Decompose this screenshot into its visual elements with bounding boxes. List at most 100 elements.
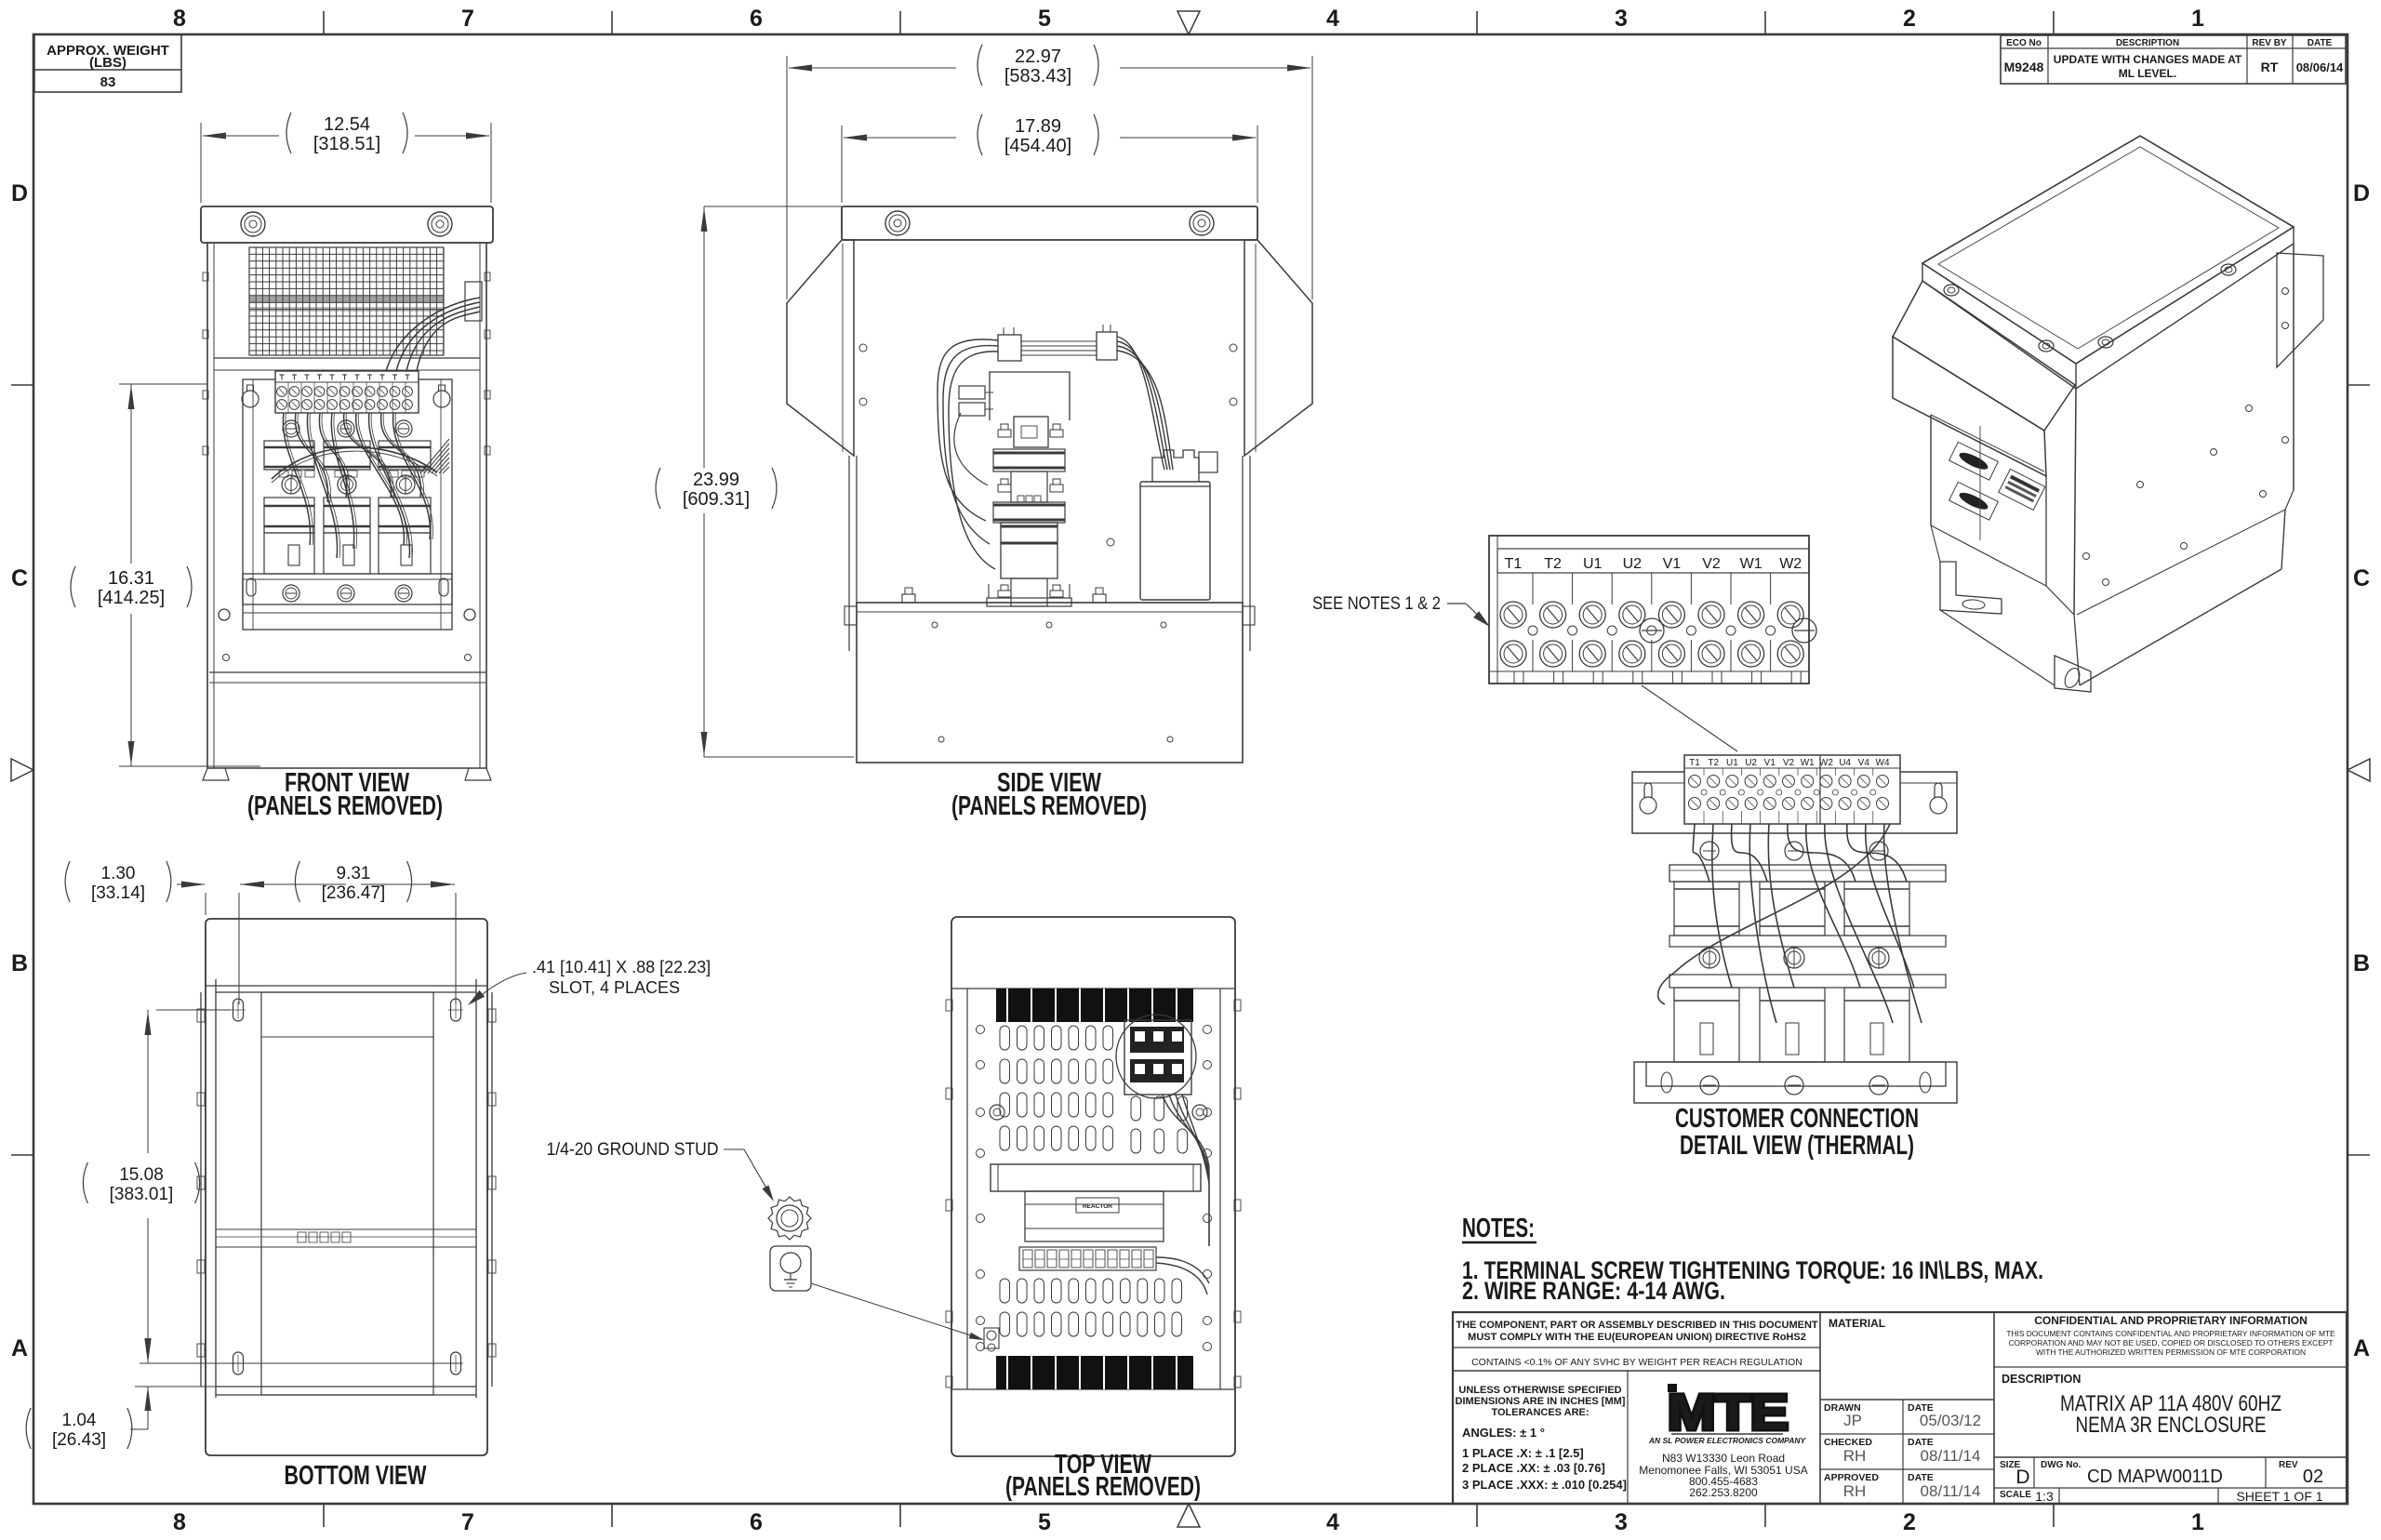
svg-text:DETAIL VIEW (THERMAL): DETAIL VIEW (THERMAL) <box>1680 1131 1914 1161</box>
svg-text:DIMENSIONS ARE IN INCHES [MM]: DIMENSIONS ARE IN INCHES [MM] <box>1456 1396 1626 1407</box>
svg-text:W1: W1 <box>1740 556 1762 572</box>
svg-text:7: 7 <box>461 1509 474 1535</box>
svg-text:[236.47]: [236.47] <box>322 883 386 903</box>
svg-text:7: 7 <box>461 6 474 32</box>
svg-text:D: D <box>11 180 28 206</box>
svg-text:W2: W2 <box>1779 556 1802 572</box>
svg-text:05/03/12: 05/03/12 <box>1920 1412 1981 1429</box>
svg-text:23.99: 23.99 <box>693 470 739 490</box>
svg-text:DATE: DATE <box>1908 1437 1934 1448</box>
svg-text:ML LEVEL.: ML LEVEL. <box>2119 67 2176 80</box>
svg-text:SIDE VIEW: SIDE VIEW <box>997 768 1101 798</box>
svg-text:(PANELS REMOVED): (PANELS REMOVED) <box>951 791 1147 821</box>
svg-text:U2: U2 <box>1623 556 1643 572</box>
svg-text:ECO No: ECO No <box>2006 38 2042 48</box>
svg-text:[454.40]: [454.40] <box>1004 136 1071 156</box>
svg-text:[609.31]: [609.31] <box>683 489 750 510</box>
svg-text:3: 3 <box>1615 1509 1628 1535</box>
svg-text:M9248: M9248 <box>2004 60 2044 74</box>
svg-text:V1: V1 <box>1663 556 1682 572</box>
svg-text:1:3: 1:3 <box>2035 1489 2054 1504</box>
svg-text:CHECKED: CHECKED <box>1824 1437 1872 1448</box>
svg-text:6: 6 <box>750 1509 763 1535</box>
svg-text:12.54: 12.54 <box>324 114 370 135</box>
svg-text:W1: W1 <box>1801 758 1815 768</box>
svg-text:2. WIRE RANGE: 4-14 AWG.: 2. WIRE RANGE: 4-14 AWG. <box>1462 1277 1725 1305</box>
svg-text:REV: REV <box>2279 1460 2298 1470</box>
svg-text:RH: RH <box>1843 1482 1867 1500</box>
svg-text:CONTAINS <0.1% OF ANY SVHC BY: CONTAINS <0.1% OF ANY SVHC BY WEIGHT PER… <box>1471 1357 1802 1368</box>
svg-text:262.253.8200: 262.253.8200 <box>1689 1486 1758 1499</box>
svg-text:1. TERMINAL SCREW TIGHTENING: 1. TERMINAL SCREW TIGHTENING TORQUE: 16 … <box>1462 1256 2043 1284</box>
svg-text:SIZE: SIZE <box>2000 1460 2021 1470</box>
svg-text:83: 83 <box>100 74 116 90</box>
svg-text:WITH THE AUTHORIZED WRITTEN PE: WITH THE AUTHORIZED WRITTEN PERMISSION O… <box>2036 1348 2306 1357</box>
svg-text:CORPORATION AND MAY NOT BE USE: CORPORATION AND MAY NOT BE USED, COPIED … <box>2008 1338 2333 1348</box>
svg-text:V1: V1 <box>1764 758 1776 768</box>
svg-text:9.31: 9.31 <box>337 864 371 883</box>
svg-text:A: A <box>11 1335 28 1361</box>
svg-text:(LBS): (LBS) <box>89 55 126 71</box>
svg-text:CUSTOMER CONNECTION: CUSTOMER CONNECTION <box>1675 1104 1919 1134</box>
svg-text:3 PLACE .XXX: ± .010 [0.254]: 3 PLACE .XXX: ± .010 [0.254] <box>1462 1478 1627 1492</box>
svg-text:(PANELS REMOVED): (PANELS REMOVED) <box>1005 1472 1201 1502</box>
svg-text:1: 1 <box>2191 1509 2204 1535</box>
svg-text:AN SL POWER ELECTRONICS COMPAN: AN SL POWER ELECTRONICS COMPANY <box>1648 1436 1807 1445</box>
svg-text:(PANELS REMOVED): (PANELS REMOVED) <box>247 791 443 821</box>
svg-text:D: D <box>2015 1467 2029 1488</box>
svg-text:DWG No.: DWG No. <box>2041 1460 2082 1470</box>
svg-text:RT: RT <box>2261 60 2279 74</box>
svg-text:NOTES:: NOTES: <box>1462 1214 1535 1243</box>
svg-text:Menomonee Falls, WI 53051 USA: Menomonee Falls, WI 53051 USA <box>1639 1464 1807 1477</box>
svg-text:3: 3 <box>1615 6 1628 32</box>
svg-text:APPROVED: APPROVED <box>1824 1472 1879 1483</box>
svg-text:5: 5 <box>1038 6 1051 32</box>
svg-text:1: 1 <box>2191 6 2204 32</box>
svg-text:1/4-20 GROUND STUD: 1/4-20 GROUND STUD <box>547 1140 719 1160</box>
svg-text:8: 8 <box>173 6 186 32</box>
svg-text:ANGLES: ± 1 °: ANGLES: ± 1 ° <box>1462 1426 1545 1440</box>
svg-text:U1: U1 <box>1583 556 1603 572</box>
svg-text:MUST COMPLY WITH THE EU(EUROPE: MUST COMPLY WITH THE EU(EUROPEAN UNION) … <box>1468 1332 1806 1343</box>
svg-text:SCALE: SCALE <box>2000 1490 2031 1500</box>
svg-text:T2: T2 <box>1708 758 1719 768</box>
svg-text:TOP VIEW: TOP VIEW <box>1055 1450 1151 1480</box>
svg-text:DATE: DATE <box>1908 1472 1934 1483</box>
svg-text:DESCRIPTION: DESCRIPTION <box>2116 38 2179 48</box>
svg-text:THIS DOCUMENT CONTAINS CONFIDE: THIS DOCUMENT CONTAINS CONFIDENTIAL AND … <box>2006 1329 2335 1338</box>
svg-text:N83 W13330 Leon Road: N83 W13330 Leon Road <box>1662 1452 1785 1465</box>
svg-text:DATE: DATE <box>2308 38 2333 48</box>
svg-text:08/06/14: 08/06/14 <box>2296 60 2344 74</box>
svg-text:U4: U4 <box>1839 758 1851 768</box>
svg-text:17.89: 17.89 <box>1015 116 1061 137</box>
svg-text:V4: V4 <box>1858 758 1870 768</box>
svg-text:[583.43]: [583.43] <box>1004 66 1071 86</box>
svg-text:MTE: MTE <box>1668 1385 1789 1440</box>
svg-text:2: 2 <box>1903 6 1916 32</box>
svg-text:CD MAPW0011D: CD MAPW0011D <box>2087 1467 2223 1487</box>
svg-text:DATE: DATE <box>1908 1402 1934 1414</box>
svg-text:15.08: 15.08 <box>119 1165 164 1185</box>
svg-text:6: 6 <box>750 6 763 32</box>
svg-text:V2: V2 <box>1783 758 1795 768</box>
svg-text:SLOT, 4 PLACES: SLOT, 4 PLACES <box>549 978 680 997</box>
svg-text:1.30: 1.30 <box>101 864 136 883</box>
svg-text:16.31: 16.31 <box>108 568 154 589</box>
svg-text:TOLERANCES ARE:: TOLERANCES ARE: <box>1491 1407 1589 1418</box>
svg-text:4: 4 <box>1326 6 1339 32</box>
svg-text:UNLESS OTHERWISE SPECIFIED: UNLESS OTHERWISE SPECIFIED <box>1458 1385 1621 1396</box>
svg-text:[414.25]: [414.25] <box>98 588 165 608</box>
svg-text:CONFIDENTIAL AND PROPRIETARY I: CONFIDENTIAL AND PROPRIETARY INFORMATION <box>2034 1314 2308 1327</box>
svg-text:SHEET 1 OF 1: SHEET 1 OF 1 <box>2236 1489 2322 1504</box>
svg-text:800.455-4683: 800.455-4683 <box>1689 1475 1758 1488</box>
svg-text:2: 2 <box>1903 1509 1916 1535</box>
svg-text:D: D <box>2353 180 2370 206</box>
svg-text:W2: W2 <box>1819 758 1833 768</box>
svg-text:BOTTOM VIEW: BOTTOM VIEW <box>285 1461 427 1491</box>
svg-text:V2: V2 <box>1702 556 1721 572</box>
svg-text:NEMA 3R ENCLOSURE: NEMA 3R ENCLOSURE <box>2076 1413 2267 1438</box>
svg-text:C: C <box>2353 565 2370 591</box>
svg-text:W4: W4 <box>1876 758 1890 768</box>
svg-text:C: C <box>11 565 28 591</box>
svg-text:UPDATE WITH CHANGES MADE AT: UPDATE WITH CHANGES MADE AT <box>2054 53 2242 66</box>
